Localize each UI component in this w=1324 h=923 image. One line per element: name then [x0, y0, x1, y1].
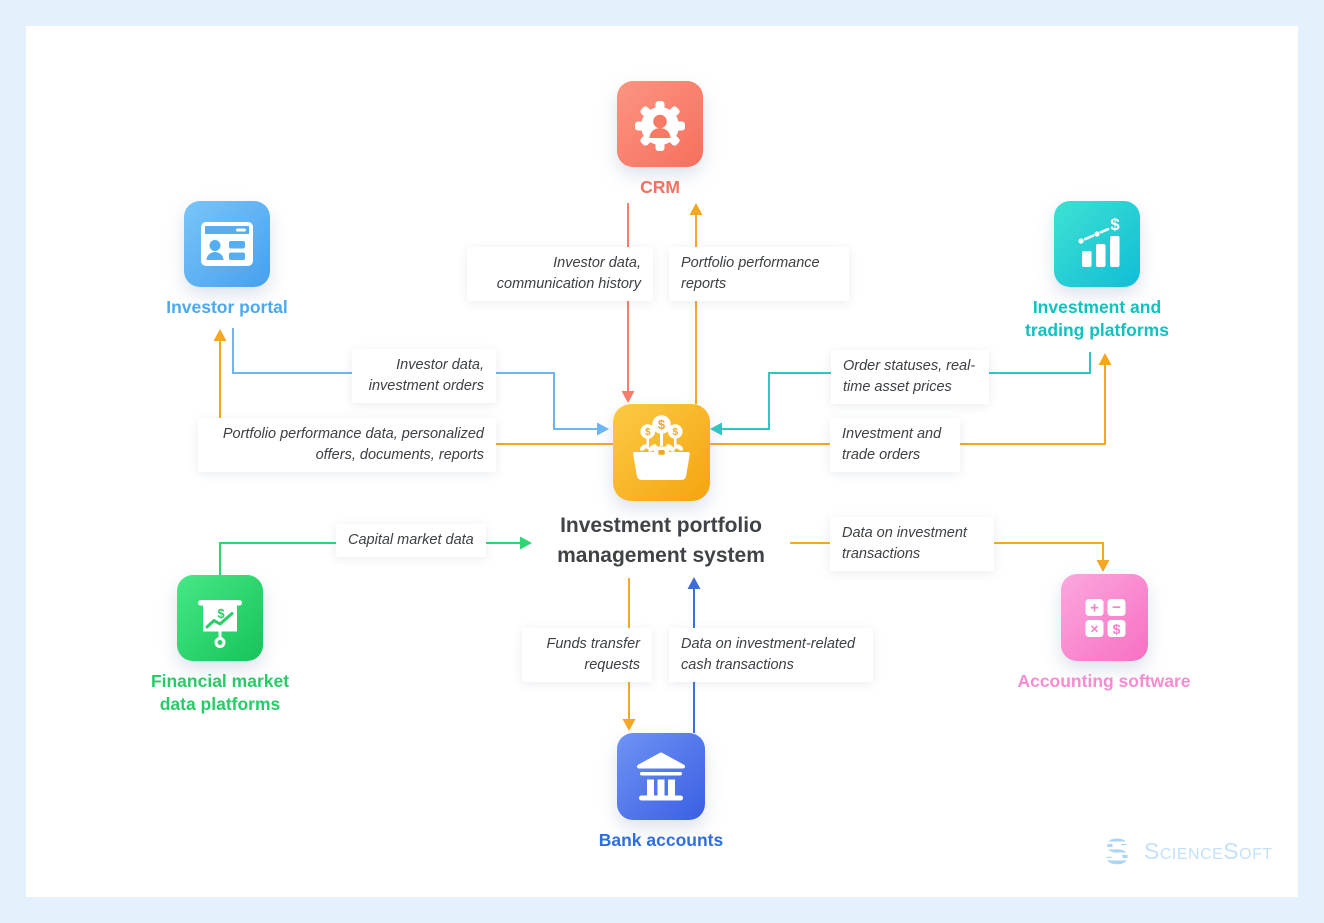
- node-label-accounting-software: Accounting software: [1017, 671, 1191, 691]
- node-label-investor-portal: Investor portal: [166, 297, 288, 317]
- flow-portal-to-system-arrow: [232, 328, 609, 436]
- flow-label-portfolio-performance-reports: Portfolio performance reports: [669, 247, 849, 301]
- flow-label-portfolio-performance-data: Portfolio performance data, personalized…: [198, 418, 496, 472]
- node-accounting-software: + − × $ Accounting software: [1009, 574, 1199, 693]
- svg-text:×: ×: [1090, 621, 1098, 637]
- svg-text:S: S: [1105, 835, 1129, 868]
- node-label-financial-market: Financial market data platforms: [150, 671, 290, 714]
- node-investor-portal: Investor portal: [152, 201, 302, 319]
- sciencesoft-logo: S ScienceSoft: [1104, 835, 1273, 868]
- portfolio-system-icon: $ $ $: [613, 404, 710, 501]
- node-label-trading-platforms: Investment and trading platforms: [1025, 297, 1169, 340]
- svg-text:$: $: [645, 427, 651, 438]
- node-financial-market: $ Financial market data platforms: [140, 575, 300, 716]
- flow-label-order-statuses: Order statuses, real-time asset prices: [831, 350, 989, 404]
- accounting-software-icon: + − × $: [1060, 574, 1148, 661]
- node-label-portfolio-system: Investment portfolio management system: [557, 514, 765, 567]
- flow-crm-to-system-arrow: [621, 203, 635, 403]
- flow-system-to-crm-arrow: [689, 203, 703, 404]
- node-trading-platforms: $ Investment and trading platforms: [1012, 201, 1182, 342]
- svg-text:−: −: [1112, 599, 1121, 616]
- svg-text:$: $: [217, 606, 225, 621]
- flow-label-investor-data-investment-orders: Investor data, investment orders: [352, 349, 496, 403]
- svg-text:$: $: [1110, 215, 1120, 234]
- crm-icon: [617, 81, 703, 167]
- flow-label-data-investment-transactions: Data on investment transactions: [830, 517, 994, 571]
- flow-trading-to-system-arrow: [710, 352, 1091, 436]
- node-label-bank-accounts: Bank accounts: [598, 830, 724, 850]
- financial-market-icon: $: [177, 575, 263, 661]
- node-label-crm: CRM: [640, 177, 680, 197]
- trading-platforms-icon: $: [1054, 201, 1140, 287]
- bank-accounts-icon: [617, 733, 705, 820]
- sciencesoft-logo-icon: S: [1104, 835, 1135, 868]
- investor-portal-icon: [184, 201, 270, 287]
- flow-label-capital-market-data: Capital market data: [336, 524, 486, 557]
- flow-label-funds-transfer-requests: Funds transfer requests: [522, 628, 652, 682]
- node-crm: CRM: [575, 81, 745, 199]
- svg-text:$: $: [658, 417, 666, 432]
- node-portfolio-system: $ $ $: [613, 404, 710, 501]
- sciencesoft-logo-text: ScienceSoft: [1144, 838, 1273, 864]
- svg-text:$: $: [1112, 621, 1120, 637]
- flow-label-investor-data-communication-history: Investor data, communication history: [467, 247, 653, 301]
- svg-text:+: +: [1090, 600, 1099, 617]
- flow-label-cash-transactions: Data on investment-related cash transact…: [669, 628, 873, 682]
- svg-text:$: $: [672, 427, 678, 438]
- node-bank-accounts: Bank accounts: [591, 733, 731, 852]
- flow-label-investment-trade-orders: Investment and trade orders: [830, 418, 960, 472]
